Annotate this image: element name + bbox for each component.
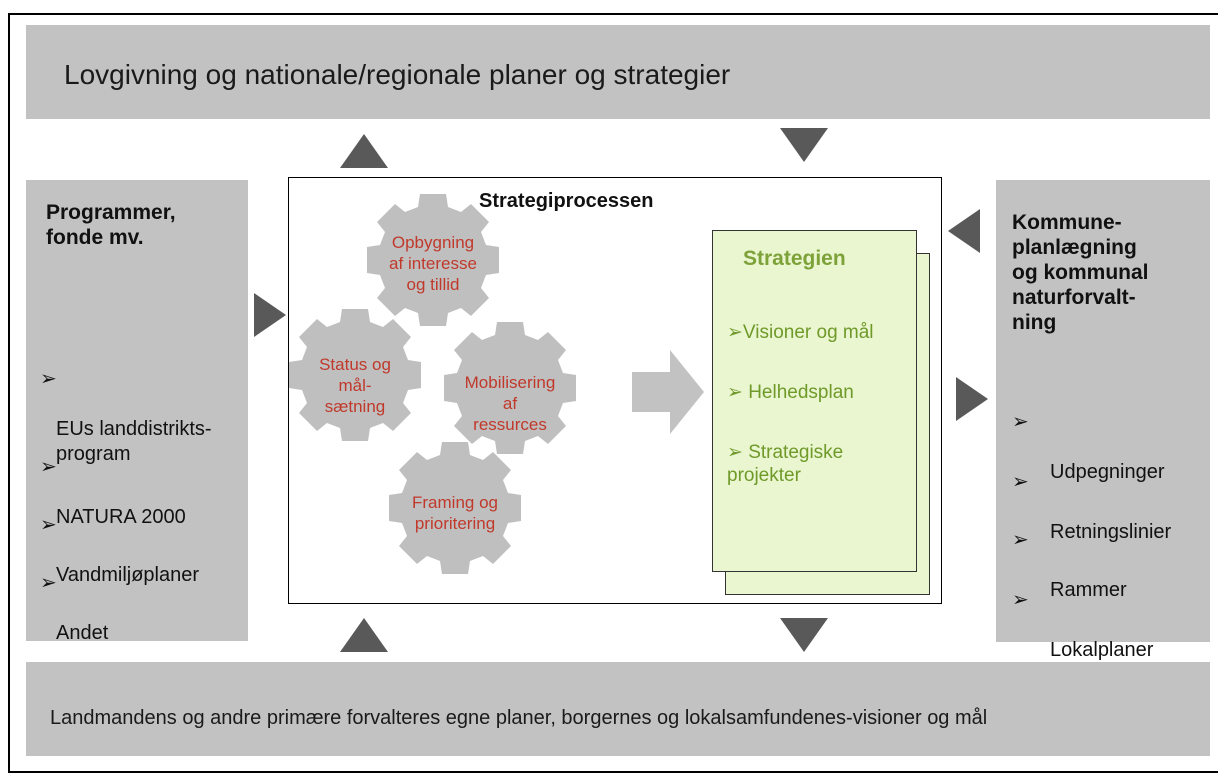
bullet-icon: ➢	[40, 368, 57, 390]
gear-status-label: Status og mål- sætning	[319, 355, 391, 416]
programs-item: ➢ NATURA 2000	[40, 455, 186, 530]
bullet-icon: ➢	[40, 456, 57, 478]
arrow-right-into-process	[254, 293, 286, 337]
bullet-icon: ➢	[1012, 529, 1029, 551]
gear-trust-label: Opbygning af interesse og tillid	[389, 233, 477, 294]
programs-item-label: NATURA 2000	[56, 506, 186, 528]
municipal-planning-title: Kommune- planlægning og kommunal naturfo…	[1012, 211, 1149, 334]
municipal-planning-panel: Kommune- planlægning og kommunal naturfo…	[996, 180, 1210, 661]
process-to-strategy-arrow-icon	[632, 350, 704, 434]
arrow-down-to-local	[780, 618, 828, 652]
local-plans-banner: Landmandens og andre primære forvalteres…	[26, 662, 1210, 756]
arrow-up-from-local	[340, 618, 388, 652]
programs-item: ➢ EUs landdistrikts- program	[40, 367, 212, 467]
bullet-icon: ➢	[1012, 411, 1029, 433]
programs-item-label: Vandmiljøplaner	[56, 564, 200, 586]
municipal-item-label: Lokalplaner	[1050, 639, 1154, 661]
strategy-document: Strategien ➢Visioner og mål ➢ Helhedspla…	[712, 230, 917, 572]
municipal-item-label: Udpegninger	[1050, 461, 1165, 483]
municipal-item: ➢ Udpegninger	[1012, 410, 1165, 485]
arrow-up-to-legislation	[340, 134, 388, 168]
legislation-banner: Lovgivning og nationale/regionale planer…	[26, 25, 1210, 119]
legislation-banner-text: Lovgivning og nationale/regionale planer…	[64, 59, 731, 90]
programs-item: ➢ Vandmiljøplaner	[40, 513, 199, 588]
bullet-icon: ➢	[40, 572, 57, 594]
municipal-item-label: Retningslinier	[1050, 521, 1172, 543]
bullet-icon: ➢	[40, 514, 57, 536]
strategy-document-item: ➢Visioner og mål	[727, 322, 874, 343]
programs-title: Programmer, fonde mv.	[46, 201, 176, 249]
municipal-item: ➢ Retningslinier	[1012, 470, 1171, 545]
gear-framing-label: Framing og prioritering	[412, 493, 498, 533]
programs-item-label: EUs landdistrikts- program	[56, 418, 212, 465]
strategy-process-title: Strategiprocessen	[479, 190, 654, 212]
strategy-document-title: Strategien	[743, 247, 846, 270]
strategy-document-item: ➢ Strategiske projekter	[727, 442, 844, 486]
programs-panel: Programmer, fonde mv. ➢ EUs landdistrikt…	[26, 180, 248, 644]
arrow-right-to-municipal	[956, 377, 988, 421]
municipal-item: ➢ Lokalplaner	[1012, 588, 1153, 663]
programs-item: ➢ Andet	[40, 571, 108, 646]
bullet-icon: ➢	[1012, 589, 1029, 611]
municipal-item: ➢ Rammer	[1012, 528, 1127, 603]
programs-item-label: Andet	[56, 622, 109, 644]
gear-mobilisation-label: Mobilisering af ressurces	[464, 373, 556, 434]
municipal-item-label: Rammer	[1050, 579, 1127, 601]
bullet-icon: ➢	[1012, 471, 1029, 493]
arrow-down-from-legislation	[780, 128, 828, 162]
strategy-document-item: ➢ Helhedsplan	[727, 382, 854, 403]
local-plans-banner-text: Landmandens og andre primære forvalteres…	[50, 707, 988, 729]
arrow-left-from-municipal	[948, 209, 980, 253]
